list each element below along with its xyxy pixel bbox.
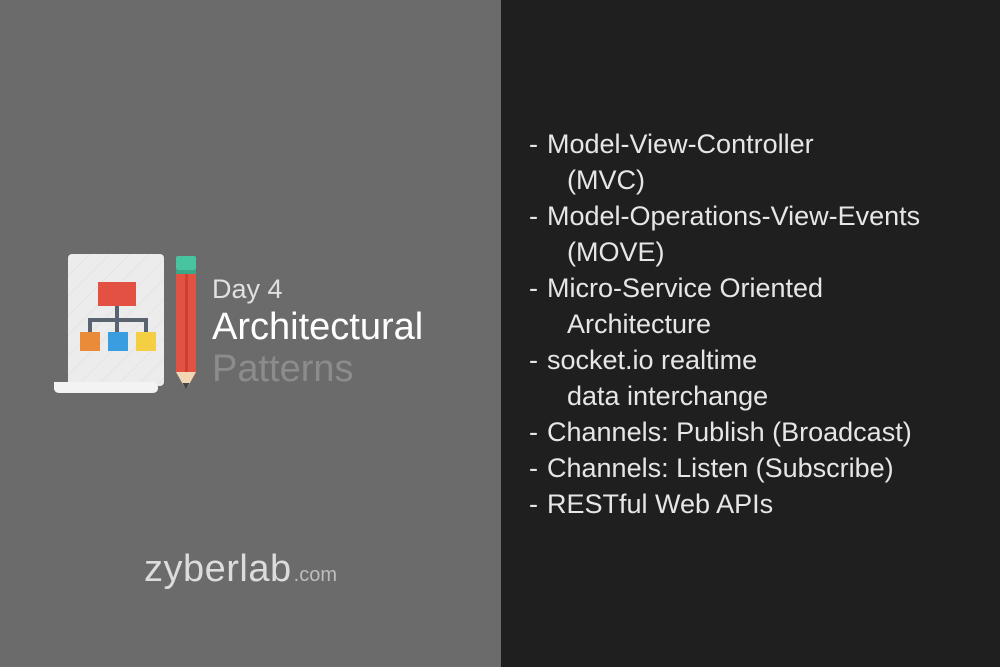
right-panel xyxy=(501,0,1000,667)
list-item: -Channels: Listen (Subscribe) xyxy=(529,453,894,483)
title-block: Day 4 Architectural Patterns xyxy=(212,272,423,390)
list-item: -Model-Operations-View-Events(MOVE) xyxy=(529,201,921,267)
diagram-top-box xyxy=(98,282,136,306)
page-subtitle: Patterns xyxy=(212,348,354,390)
topic-list: -Model-View-Controller(MVC) -Model-Opera… xyxy=(529,126,920,522)
zyberlab-logo: zyberlab .com xyxy=(144,548,337,596)
day-label: Day 4 xyxy=(212,274,283,304)
list-item: -Channels: Publish (Broadcast) xyxy=(529,417,912,447)
list-item: -Model-View-Controller(MVC) xyxy=(529,129,814,195)
page-title: Architectural xyxy=(212,306,424,348)
logo-tld: .com xyxy=(293,564,337,586)
left-panel: Day 4 Architectural Patterns zyberlab .c… xyxy=(0,0,501,667)
logo-name: zyberlab xyxy=(144,548,292,590)
flowchart-document-icon xyxy=(54,254,196,393)
list-item: -RESTful Web APIs xyxy=(529,489,774,519)
